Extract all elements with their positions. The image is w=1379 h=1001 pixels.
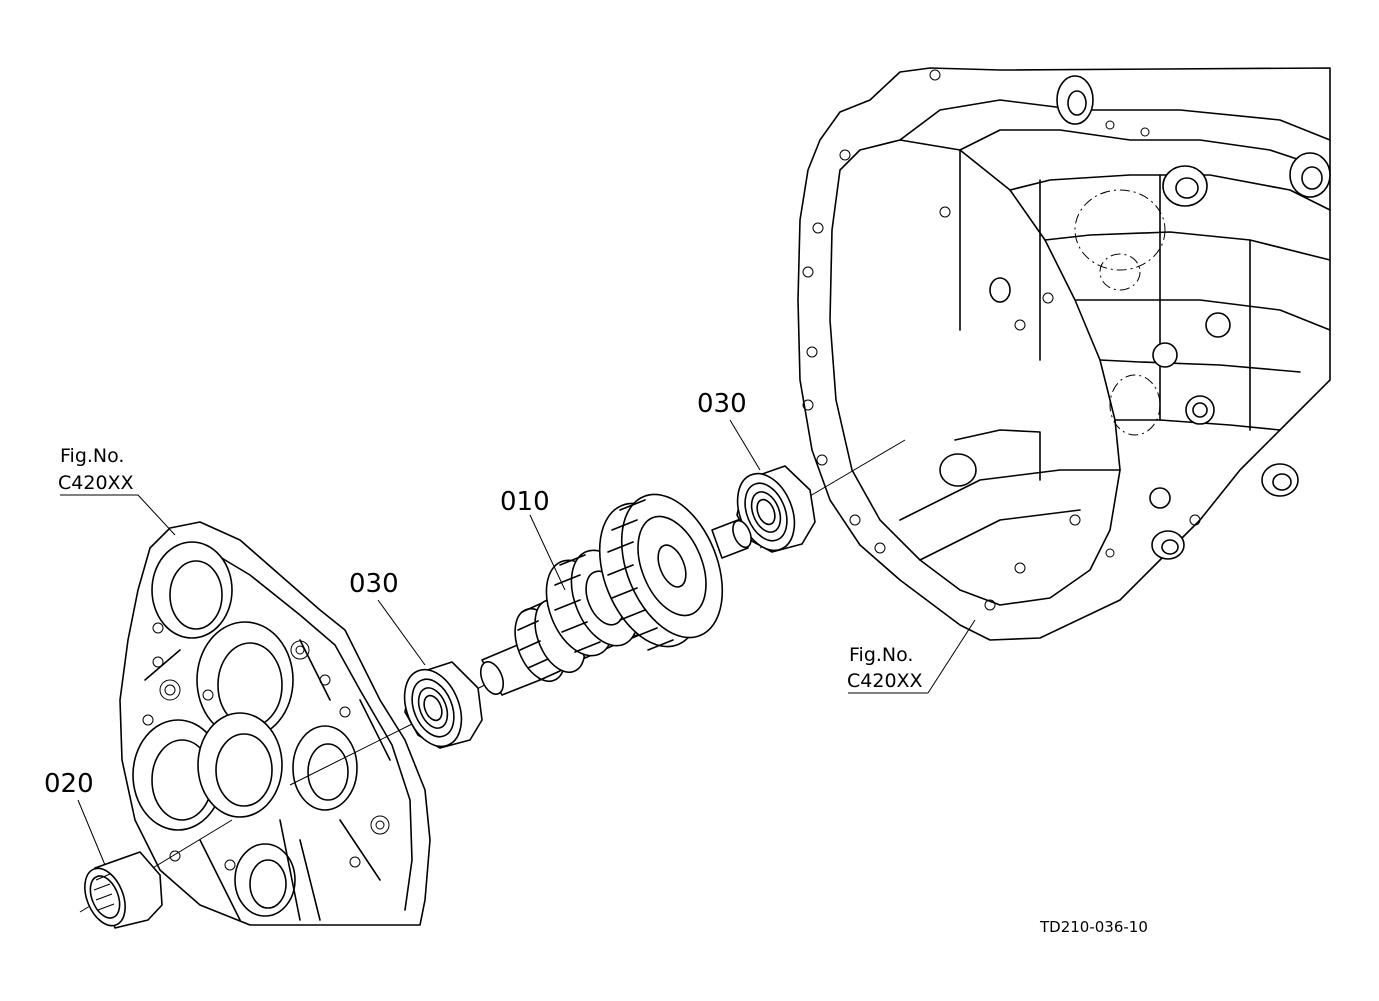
callout-needle-bearing: 020 <box>44 769 94 799</box>
callout-bearing-right: 030 <box>697 389 747 419</box>
callout-bearing-left: 030 <box>349 569 399 599</box>
transmission-case <box>797 67 1331 641</box>
cover-plate <box>119 521 431 926</box>
fig-ref-left-line2: C420XX <box>58 472 134 494</box>
needle-bearing <box>84 851 163 929</box>
gear-shaft <box>479 493 752 696</box>
ball-bearing-right <box>736 465 816 553</box>
fig-ref-left-line1: Fig.No. <box>60 445 124 467</box>
fig-ref-right-line1: Fig.No. <box>849 644 913 666</box>
leader-lines <box>60 419 976 866</box>
fig-ref-right-line2: C420XX <box>847 670 923 692</box>
drawing-id: TD210-036-10 <box>1039 918 1148 936</box>
callout-gear-shaft: 010 <box>500 487 550 517</box>
ball-bearing-left <box>403 661 483 749</box>
